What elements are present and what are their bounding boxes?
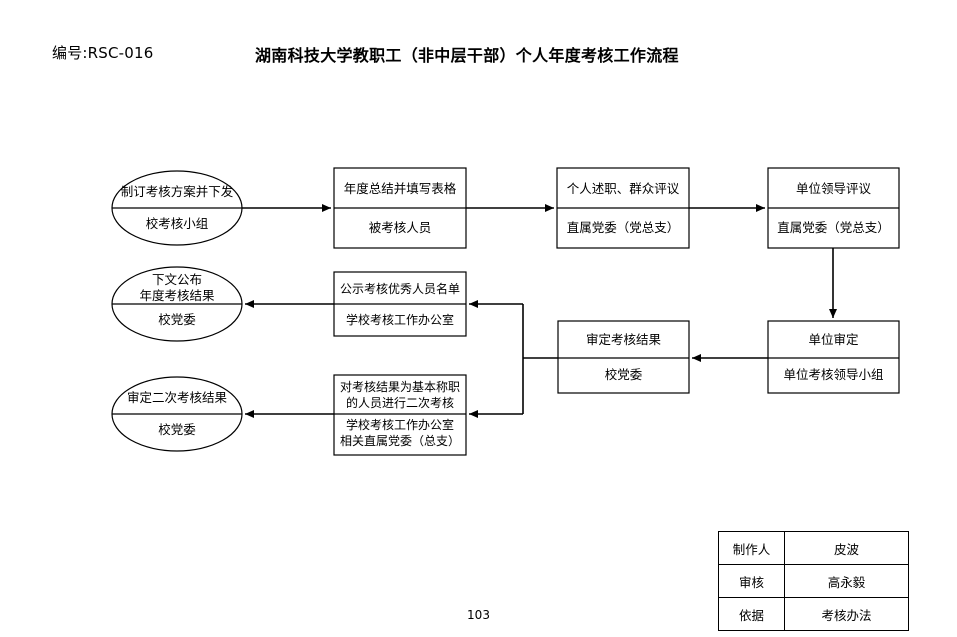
node-owner-text: 学校考核工作办公室 相关直属党委（总支） [339, 418, 460, 448]
node-action-text: 年度总结并填写表格 [343, 181, 457, 196]
node-owner-text: 校党委 [158, 312, 196, 327]
node-shape-unit-approval [767, 320, 900, 394]
node-unit-leader-review: 单位领导评议 直属党委（党总支） [768, 168, 899, 248]
document-code: 编号:RSC-016 [52, 44, 154, 62]
node-action-text: 对考核结果为基本称职 的人员进行二次考核 [339, 380, 460, 410]
node-owner-text: 直属党委（党总支） [777, 220, 890, 235]
page-title: 湖南科技大学教职工（非中层干部）个人年度考核工作流程 [255, 46, 679, 65]
node-self-report-review: 个人述职、群众评议 直属党委（党总支） [557, 168, 689, 248]
signature-label-reviewer: 审核 [718, 564, 785, 598]
node-annual-summary: 年度总结并填写表格 被考核人员 [334, 168, 466, 248]
node-announce-results: 下文公布 年度考核结果 校党委 [112, 268, 242, 340]
node-owner-text: 直属党委（党总支） [566, 220, 680, 235]
node-plan-issue: 制订考核方案并下发 校考核小组 [112, 172, 242, 244]
node-owner-text: 被考核人员 [368, 220, 432, 235]
signature-label-author: 制作人 [718, 531, 785, 565]
node-approve-second-assessment: 审定二次考核结果 校党委 [112, 378, 242, 450]
node-action-text: 审定考核结果 [585, 332, 661, 347]
node-publicize-excellent: 公示考核优秀人员名单 学校考核工作办公室 [334, 272, 466, 336]
node-owner-text: 校考核小组 [145, 216, 209, 231]
node-action-text: 个人述职、群众评议 [566, 181, 680, 196]
signature-value-reviewer: 高永毅 [784, 564, 909, 598]
signature-value-basis: 考核办法 [784, 597, 909, 631]
signature-value-author: 皮波 [784, 531, 909, 565]
node-owner-text: 校党委 [604, 367, 643, 382]
node-final-approval: 审定考核结果 校党委 [558, 321, 689, 393]
table-row: 依据 考核办法 [718, 597, 909, 631]
node-shape-second-assessment [333, 374, 467, 456]
node-owner-text: 学校考核工作办公室 [345, 313, 454, 327]
table-row: 制作人 皮波 [718, 531, 909, 565]
table-row: 审核 高永毅 [718, 564, 909, 598]
node-owner-text: 单位考核领导小组 [783, 367, 884, 382]
node-action-text: 下文公布 年度考核结果 [139, 272, 215, 303]
page-number: 103 [467, 608, 490, 622]
node-action-text: 单位领导评议 [795, 181, 871, 196]
signature-table: 制作人 皮波 审核 高永毅 依据 考核办法 [718, 531, 909, 631]
node-unit-approval: 单位审定 单位考核领导小组 [768, 321, 899, 393]
signature-label-basis: 依据 [718, 597, 785, 631]
node-shape-final-approval [557, 320, 690, 394]
node-action-text: 公示考核优秀人员名单 [339, 282, 460, 296]
node-second-assessment: 对考核结果为基本称职 的人员进行二次考核 学校考核工作办公室 相关直属党委（总支… [334, 375, 466, 455]
node-action-text: 制订考核方案并下发 [120, 184, 234, 199]
node-action-text: 单位审定 [808, 332, 859, 347]
node-action-text: 审定二次考核结果 [126, 390, 227, 405]
node-owner-text: 校党委 [158, 422, 196, 437]
